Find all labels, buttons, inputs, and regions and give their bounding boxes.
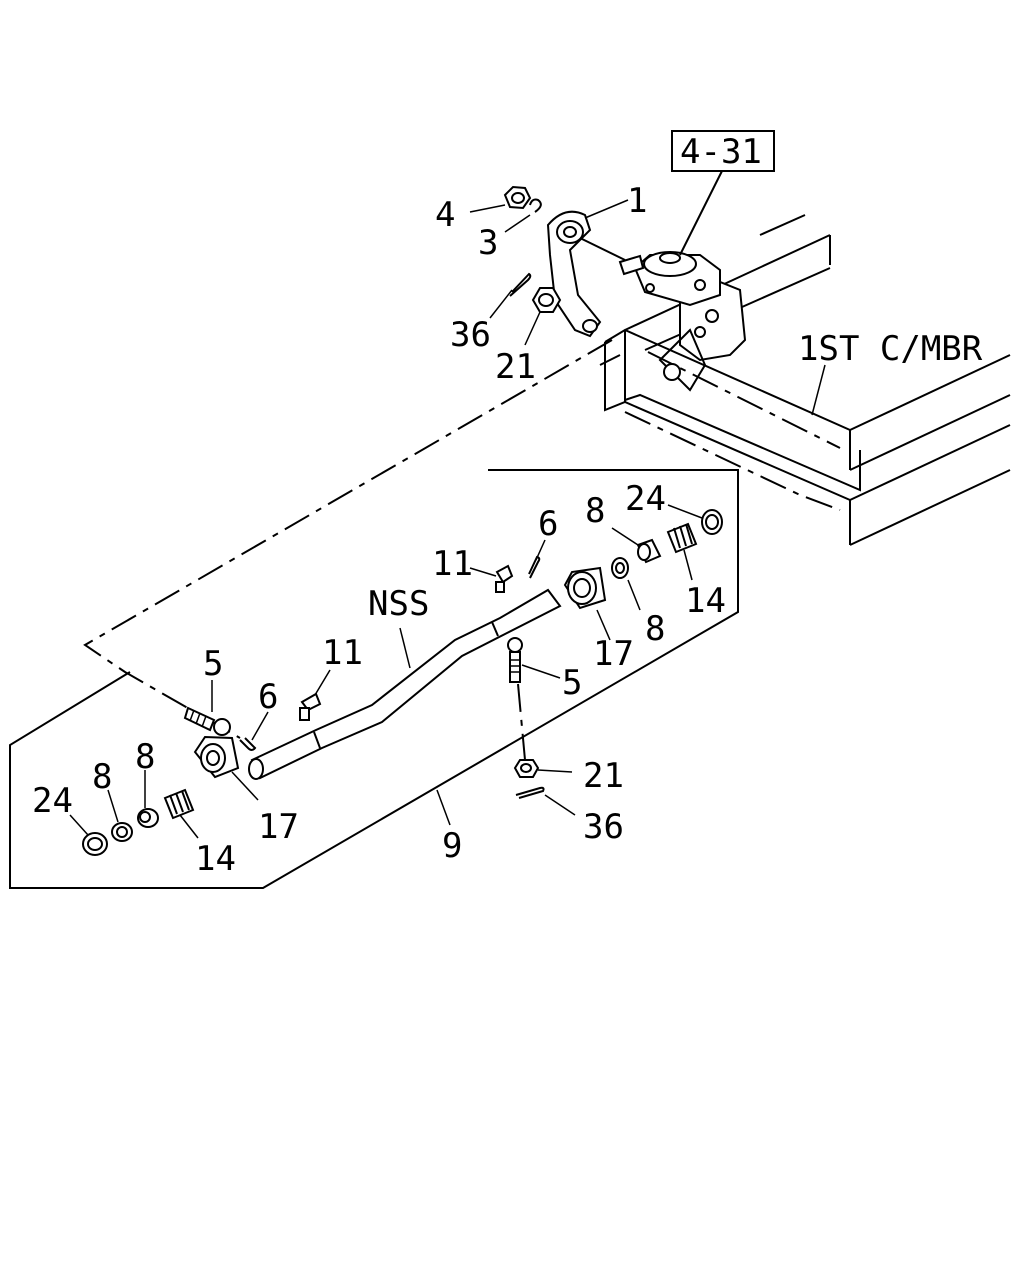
nut-4 [503, 185, 532, 210]
plug-24-left [82, 832, 108, 856]
callout-5-right: 5 [562, 663, 582, 703]
snap-ring-3 [529, 198, 542, 213]
callout-5-left: 5 [203, 644, 223, 684]
nut-21-upper [531, 287, 562, 313]
callout-8-right-lower: 8 [645, 609, 665, 649]
cap-8-left-upper [137, 808, 159, 828]
callout-11-right: 11 [432, 544, 473, 584]
assembly-outline [9, 469, 739, 889]
cap-8-left-lower [111, 822, 133, 842]
spring-14-left [163, 788, 195, 820]
assembly-label: 9 [442, 826, 462, 866]
callout-3: 3 [478, 223, 498, 263]
callout-4: 4 [435, 195, 455, 235]
shift-tube: NSS [248, 584, 562, 780]
reference-box: 4-31 [671, 130, 775, 256]
callout-36-upper: 36 [450, 315, 491, 355]
ball-stud-5-right [507, 637, 523, 683]
ball-stud-5-left [183, 706, 231, 736]
callout-14-right: 14 [685, 581, 726, 621]
callout-14-left: 14 [195, 839, 236, 879]
callout-6-left: 6 [258, 677, 278, 717]
socket-17-left [193, 735, 240, 779]
cap-8-right-lower [611, 557, 629, 579]
tube-label: NSS [368, 584, 429, 624]
plug-24-right [701, 509, 723, 535]
callout-11-left: 11 [322, 633, 363, 673]
socket-17-right [563, 566, 607, 610]
callout-24-left: 24 [32, 781, 73, 821]
callout-21-upper: 21 [495, 347, 536, 387]
grease-fitting-11-right [495, 564, 514, 593]
cotter-pin-6-right [528, 555, 541, 579]
callout-24-right: 24 [625, 479, 666, 519]
nut-21-lower [513, 759, 540, 778]
callout-8-left-lower: 8 [92, 757, 112, 797]
reference-box-label: 4-31 [680, 132, 762, 172]
upper-callouts: 1 4 3 36 21 1ST C/MBR [435, 181, 983, 416]
connecting-line [83, 339, 613, 739]
callout-17-left: 17 [258, 807, 299, 847]
spring-14-right [666, 522, 698, 554]
callout-36-lower: 36 [583, 807, 624, 847]
callout-6-right: 6 [538, 504, 558, 544]
callout-17-right: 17 [593, 634, 634, 674]
callout-21-lower: 21 [583, 756, 624, 796]
grease-fitting-11-left [299, 692, 322, 721]
cotter-pin-6-left [239, 737, 257, 751]
cotter-pin-36-upper [509, 272, 532, 297]
frame-label: 1ST C/MBR [798, 329, 983, 369]
callout-1: 1 [627, 181, 647, 221]
callout-8-right-upper: 8 [585, 491, 605, 531]
lever-arm [546, 210, 626, 338]
shift-unit [618, 251, 721, 307]
cap-8-right-upper [636, 538, 662, 564]
frame-cross-member [599, 214, 1011, 546]
cotter-pin-36-lower [515, 786, 545, 799]
callout-8-left-upper: 8 [135, 737, 155, 777]
